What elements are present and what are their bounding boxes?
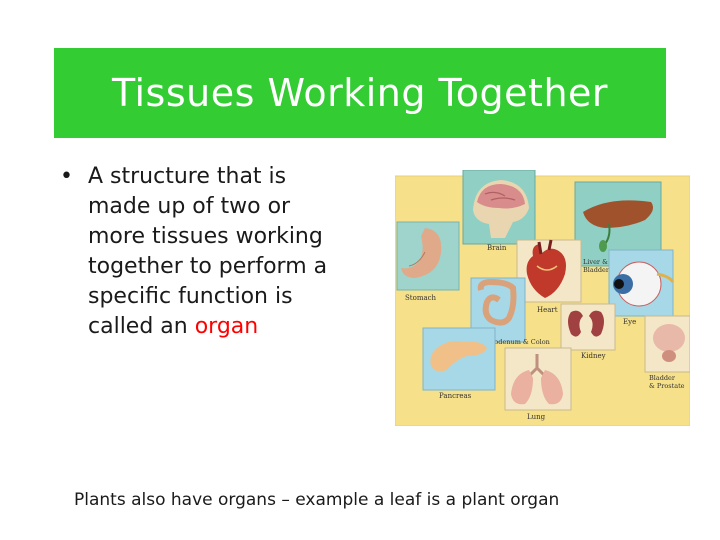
bullet-marker: •	[60, 164, 73, 189]
lung-panel: Lung	[504, 347, 572, 421]
stomach-panel: Stomach	[396, 221, 460, 302]
lung-label: Lung	[527, 413, 546, 421]
eye-label: Eye	[623, 318, 636, 326]
title-bar: Tissues Working Together	[54, 48, 666, 138]
kidney-panel: Kidney	[560, 303, 616, 360]
bladder-label: Bladder	[649, 374, 676, 382]
bullet-text: A structure that is made up of two or mo…	[88, 162, 350, 342]
gallbladder-label: Bladder	[583, 266, 610, 274]
liver-label: Liver & Gall	[583, 258, 623, 266]
brain-panel: Brain	[462, 169, 536, 252]
organ-highlight: organ	[194, 314, 259, 339]
heart-label: Heart	[537, 306, 558, 314]
heart-panel: Heart	[516, 239, 582, 314]
footer-note: Plants also have organs – example a leaf…	[74, 490, 560, 510]
pancreas-panel: Pancreas	[422, 327, 496, 400]
duodenum-label: Duodenum & Colon	[485, 338, 550, 346]
brain-label: Brain	[487, 244, 507, 252]
organ-collage: Brain Stomach Liver & Gall Bladder Heart	[394, 169, 691, 427]
slide-title: Tissues Working Together	[111, 71, 609, 115]
bullet-item: • A structure that is made up of two or …	[60, 162, 360, 342]
eye-panel: Eye	[608, 249, 675, 326]
stomach-label: Stomach	[405, 294, 437, 302]
organ-collage-figure: Brain Stomach Liver & Gall Bladder Heart	[394, 169, 691, 427]
pancreas-label: Pancreas	[439, 392, 472, 400]
kidney-label: Kidney	[581, 352, 606, 360]
prostate-label: & Prostate	[649, 382, 685, 390]
bladder-panel: Bladder & Prostate	[644, 315, 691, 390]
bullet-body: A structure that is made up of two or mo…	[88, 164, 328, 339]
bullet-list: • A structure that is made up of two or …	[60, 162, 360, 342]
